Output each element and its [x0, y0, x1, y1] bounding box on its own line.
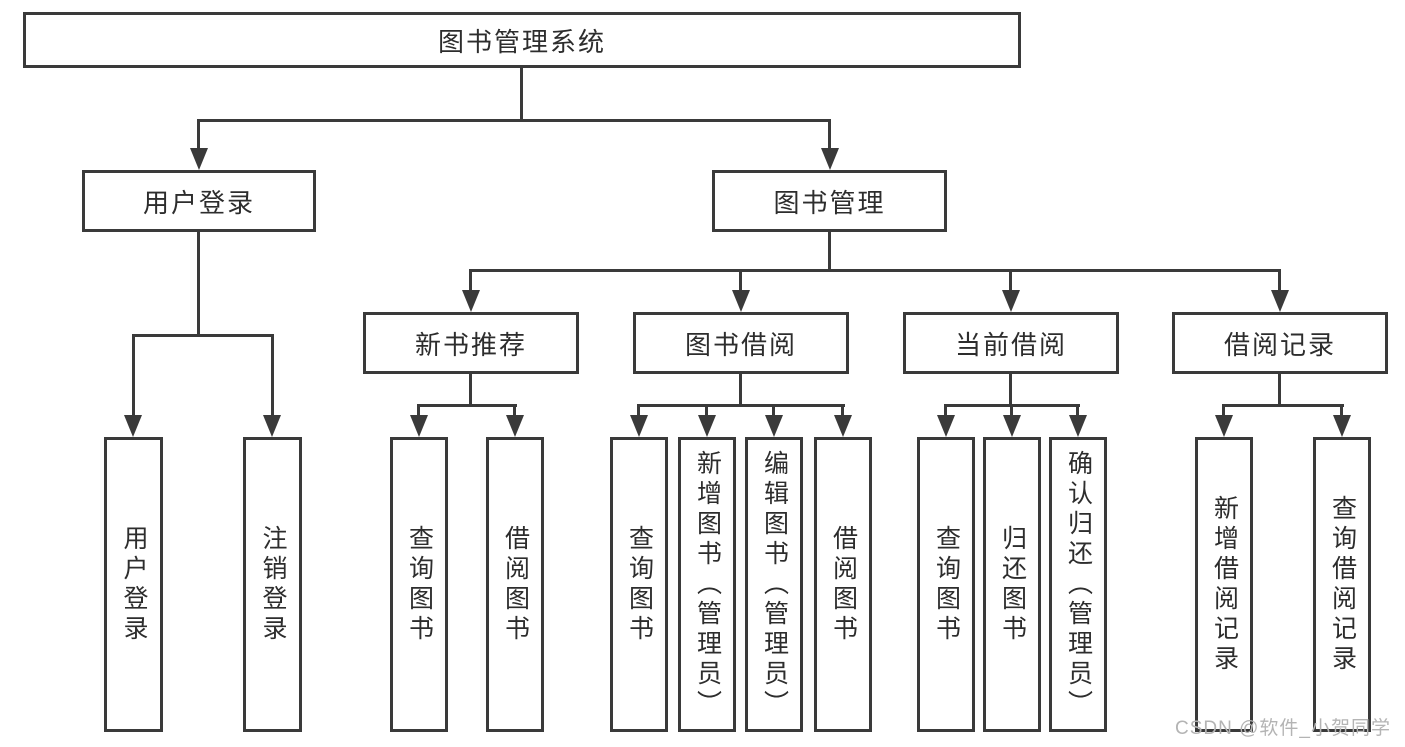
connector-drop-leaf-user-login [132, 334, 135, 416]
connector-drop-book-borrow [739, 269, 742, 292]
node-book-management-branch: 图书管理 [712, 170, 947, 232]
node-book-borrow: 图书借阅 [633, 312, 849, 374]
leaf-query-book-borrow: 查询图书 [610, 437, 668, 732]
connector-drop [1340, 404, 1343, 418]
arrow-down-icon [190, 148, 208, 170]
leaf-return-book: 归还图书 [983, 437, 1041, 732]
connector-borrow-bar [638, 404, 845, 407]
connector-record-bar [1222, 404, 1344, 407]
leaf-query-borrow-record: 查询借阅记录 [1313, 437, 1371, 732]
connector-drop [841, 404, 844, 418]
connector-book-mgmt-stem [828, 232, 831, 272]
arrow-down-icon [506, 415, 524, 437]
connector-root-bar [198, 119, 831, 122]
arrow-down-icon [630, 415, 648, 437]
connector-drop [1076, 404, 1079, 418]
arrow-down-icon [1003, 415, 1021, 437]
connector-current-stem [1009, 374, 1012, 406]
leaf-edit-book-admin: 编辑图书（管理员） [745, 437, 803, 732]
node-root: 图书管理系统 [23, 12, 1021, 68]
connector-borrow-stem [739, 374, 742, 406]
arrow-down-icon [732, 290, 750, 312]
connector-drop-user-login [197, 119, 200, 149]
leaf-add-book-admin: 新增图书（管理员） [678, 437, 736, 732]
leaf-borrow-book-recommend: 借阅图书 [486, 437, 544, 732]
arrow-down-icon [263, 415, 281, 437]
connector-drop-new-book-rec [469, 269, 472, 292]
leaf-user-login: 用户登录 [104, 437, 163, 732]
connector-drop [637, 404, 640, 418]
leaf-query-book-recommend: 查询图书 [390, 437, 448, 732]
leaf-query-book-current: 查询图书 [917, 437, 975, 732]
connector-root-stem [520, 68, 523, 119]
watermark-text: CSDN @软件_小贺同学 [1175, 718, 1391, 739]
connector-drop [944, 404, 947, 418]
connector-drop [1010, 404, 1013, 418]
arrow-down-icon [1333, 415, 1351, 437]
arrow-down-icon [937, 415, 955, 437]
connector-rec-stem [469, 374, 472, 406]
leaf-add-borrow-record: 新增借阅记录 [1195, 437, 1253, 732]
node-new-book-recommend: 新书推荐 [363, 312, 579, 374]
connector-book-mgmt-bar [470, 269, 1281, 272]
connector-user-login-stem [197, 232, 200, 336]
node-user-login-branch: 用户登录 [82, 170, 316, 232]
arrow-down-icon [462, 290, 480, 312]
connector-rec-bar [418, 404, 517, 407]
connector-record-stem [1278, 374, 1281, 406]
connector-drop-current-borrow [1009, 269, 1012, 292]
leaf-logout: 注销登录 [243, 437, 302, 732]
leaf-borrow-book: 借阅图书 [814, 437, 872, 732]
arrow-down-icon [698, 415, 716, 437]
arrow-down-icon [1069, 415, 1087, 437]
connector-user-login-bar [132, 334, 274, 337]
leaf-confirm-return-admin: 确认归还（管理员） [1049, 437, 1107, 732]
arrow-down-icon [1002, 290, 1020, 312]
connector-drop [1222, 404, 1225, 418]
connector-drop [513, 404, 516, 418]
connector-drop-borrow-record [1278, 269, 1281, 292]
arrow-down-icon [765, 415, 783, 437]
arrow-down-icon [834, 415, 852, 437]
arrow-down-icon [124, 415, 142, 437]
arrow-down-icon [1215, 415, 1233, 437]
arrow-down-icon [410, 415, 428, 437]
connector-drop-book-mgmt [828, 119, 831, 149]
connector-drop [705, 404, 708, 418]
connector-drop-leaf-logout [271, 334, 274, 416]
arrow-down-icon [821, 148, 839, 170]
connector-drop [772, 404, 775, 418]
node-current-borrow: 当前借阅 [903, 312, 1119, 374]
connector-drop [417, 404, 420, 418]
arrow-down-icon [1271, 290, 1289, 312]
node-borrow-record: 借阅记录 [1172, 312, 1388, 374]
